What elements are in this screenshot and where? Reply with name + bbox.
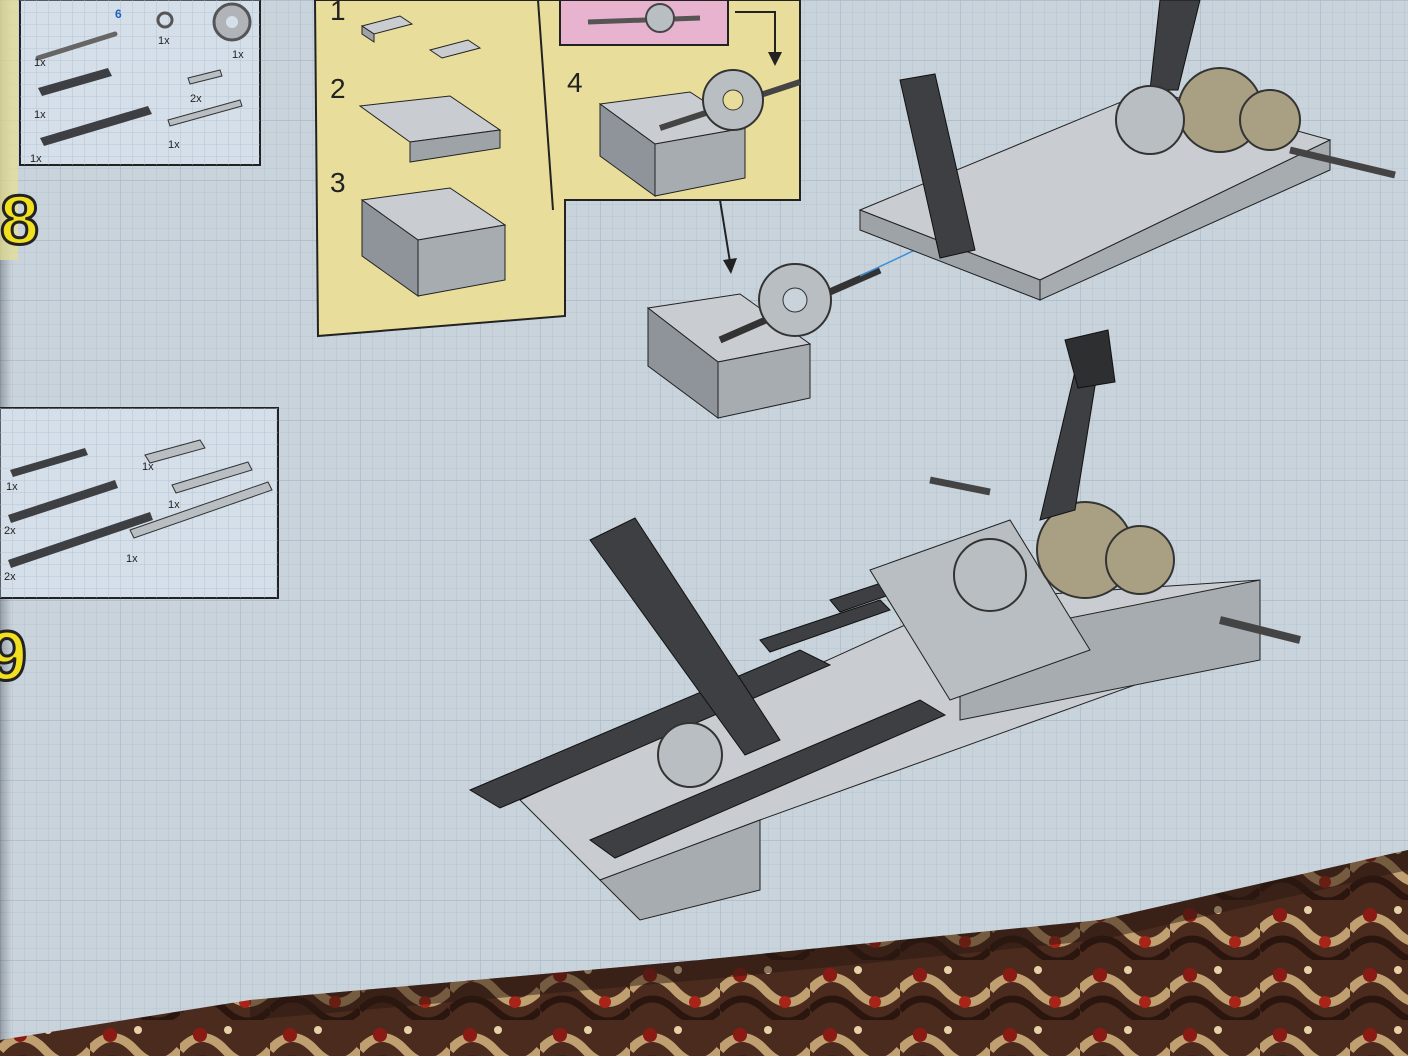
part-qty-label: 1x [30,153,42,165]
part-qty-label: 1x [126,553,138,565]
part-qty-label: 1x [158,35,170,47]
step8-subassembly-panel: 1 2 3 4 [313,0,801,338]
part-qty-label: 1x [168,139,180,151]
substep-number: 3 [330,167,346,198]
step8-parts-callout: 6 1x 1x 1x 2x 1x 1x 1x [19,0,261,166]
substep-number: 1 [330,0,346,26]
part-qty-label: 1x [34,109,46,121]
part-qty-label: 1x [168,499,180,511]
step-number: 9 [0,617,27,695]
step8-beam-gear-assembly [646,249,916,419]
substep-number: 2 [330,73,346,104]
part-qty-label: 1x [232,49,244,61]
part-qty-label: 1x [6,481,18,493]
step8-main-model [858,0,1396,301]
substep-number: 4 [567,67,583,98]
page-edge-shadow [250,850,1408,1020]
step-number: 8 [0,181,39,259]
part-qty-label: 2x [4,525,16,537]
step9-parts-callout: 1x 1x 2x 1x 1x 2x [0,407,279,599]
part-qty-label: 1x [34,57,46,69]
assembly-arrow [719,199,731,263]
part-qty-label: 2x [190,93,202,105]
assembly-arrow-head [723,258,737,274]
part-qty-label: 2x [4,571,16,583]
step9-main-model [468,329,1301,921]
axle-length-label: 6 [115,7,122,21]
part-qty-label: 1x [142,461,154,473]
page-spine-edge [0,0,18,260]
